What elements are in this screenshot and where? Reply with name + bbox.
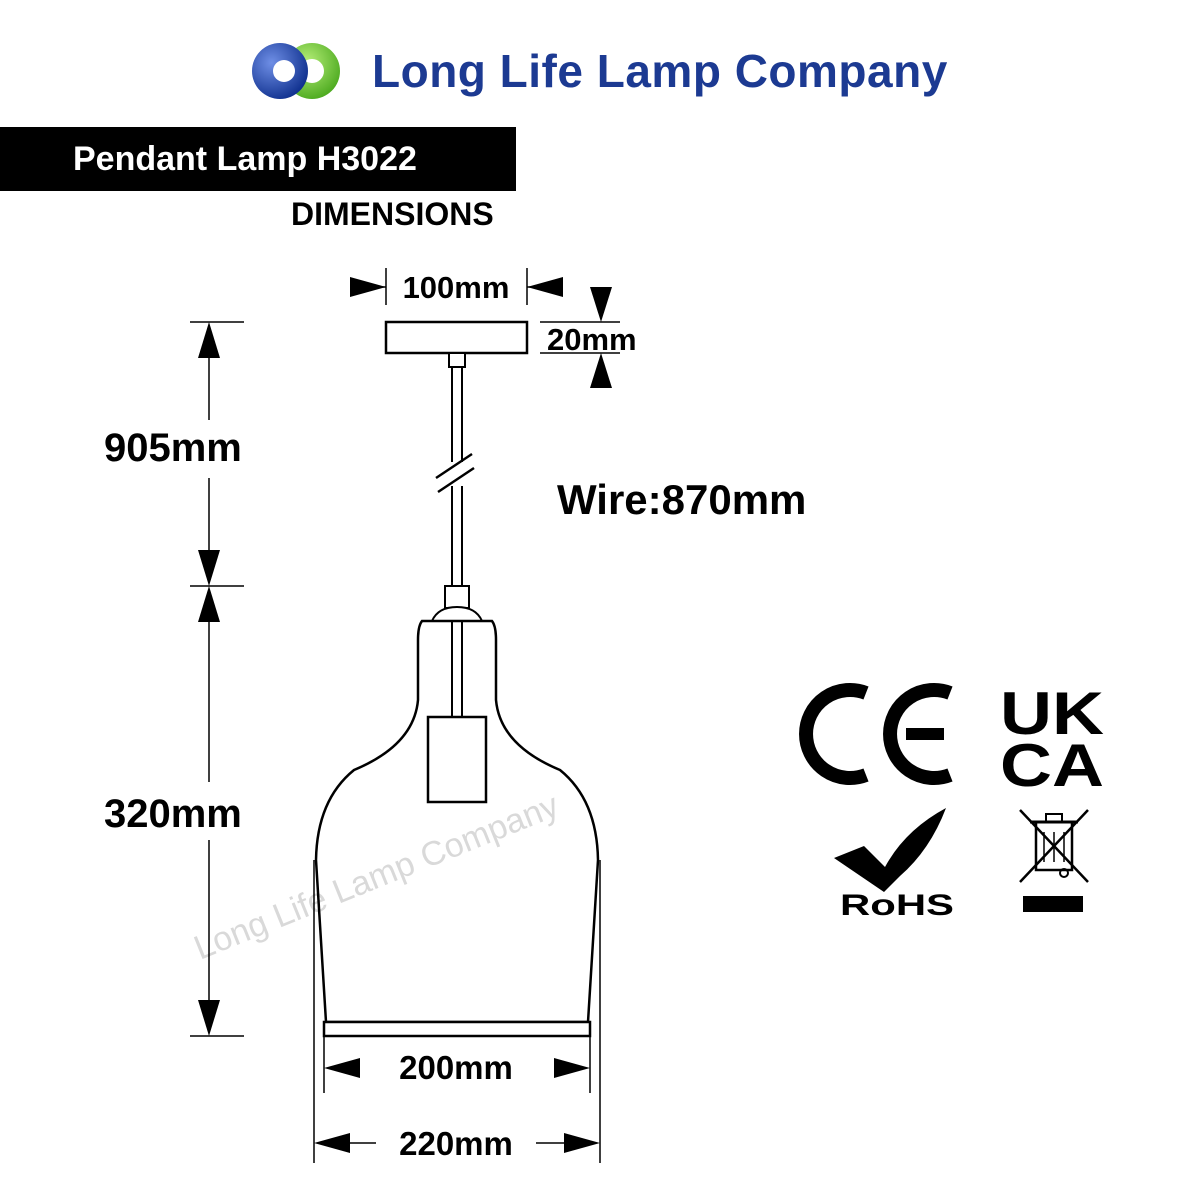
bulb-socket [426, 715, 488, 804]
rohs-label: RoHS [840, 889, 954, 922]
wire-length-label: Wire:870mm [557, 476, 806, 523]
canopy-height-label: 20mm [547, 322, 637, 357]
weee-bin-icon [1019, 809, 1089, 912]
canopy-cord-grip [448, 352, 466, 368]
company-logo-icon [252, 43, 340, 99]
base-width-label: 200mm [399, 1049, 513, 1086]
arrow-right-icon [554, 1058, 590, 1078]
cable-break-mark [435, 452, 473, 480]
ukca-line-1: UK [1000, 680, 1104, 747]
arrow-right-icon [564, 1133, 600, 1153]
ceiling-canopy [384, 320, 529, 355]
lamp-holder-cap [444, 585, 470, 609]
company-name: Long Life Lamp Company [372, 45, 948, 97]
ce-mark-icon [799, 683, 953, 785]
canopy-width-label: 100mm [403, 270, 510, 305]
shade-base-ring [322, 1020, 592, 1038]
arrow-down-icon [198, 1000, 220, 1036]
product-title: Pendant Lamp H3022 [73, 140, 417, 178]
dimensions-heading: DIMENSIONS [291, 196, 494, 232]
arrow-down-icon [198, 550, 220, 586]
arrow-up-icon [198, 322, 220, 358]
shade-height-label: 320mm [104, 792, 242, 836]
product-title-bar: Pendant Lamp H3022 [0, 127, 516, 191]
arrow-down-icon [590, 287, 612, 322]
ukca-mark-icon: UK CA [1000, 680, 1104, 799]
arrow-right-icon [350, 277, 386, 297]
brand-header: Long Life Lamp Company [250, 40, 948, 102]
arrow-left-icon [527, 277, 563, 297]
drop-length-label: 905mm [104, 426, 242, 470]
max-width-label: 220mm [399, 1125, 513, 1162]
arrow-up-icon [198, 586, 220, 622]
arrow-left-icon [324, 1058, 360, 1078]
arrow-up-icon [590, 353, 612, 388]
arrow-left-icon [314, 1133, 350, 1153]
rohs-check-icon: RoHS [834, 808, 954, 922]
ukca-line-2: CA [1000, 732, 1104, 799]
watermark-text: Long Life Lamp Company [189, 786, 564, 967]
